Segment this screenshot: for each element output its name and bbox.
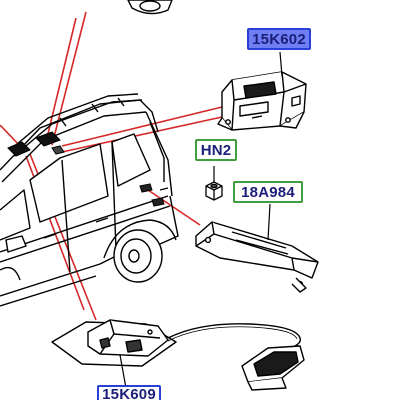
- label-15K609[interactable]: 15K609: [97, 385, 161, 400]
- roof-modules: [7, 131, 165, 207]
- callout-lines: [0, 11, 223, 321]
- nut-HN2: [205, 181, 223, 201]
- label-15K609-box: [97, 385, 161, 400]
- label-15K609-text: 15K609: [102, 386, 156, 400]
- top-partial-component: [127, 0, 173, 15]
- leader-15K602: [279, 51, 283, 77]
- label-HN2-box: [195, 139, 237, 161]
- label-15K602[interactable]: 15K602: [247, 28, 311, 50]
- leader-15K609: [119, 354, 127, 389]
- bracket-18A984: [195, 221, 319, 293]
- label-15K602-text: 15K602: [252, 31, 306, 48]
- label-HN2-text: HN2: [201, 142, 232, 159]
- label-18A984-text: 18A984: [241, 184, 295, 201]
- vehicle-outline: [0, 93, 179, 307]
- label-15K602-box: [247, 28, 311, 50]
- label-HN2[interactable]: HN2: [195, 139, 237, 161]
- antenna-cable: [167, 323, 301, 349]
- module-15K609: [51, 319, 177, 367]
- label-18A984-box: [233, 181, 303, 203]
- label-18A984[interactable]: 18A984: [233, 181, 303, 203]
- leader-18A984: [267, 203, 271, 241]
- antenna-housing: [241, 345, 305, 391]
- antenna-cable-inner: [167, 326, 298, 342]
- module-15K602: [217, 71, 307, 131]
